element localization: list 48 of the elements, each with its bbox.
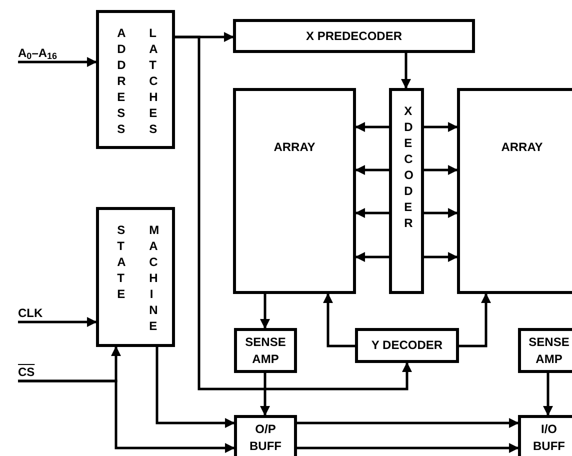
arrow [543, 373, 553, 416]
arrow [18, 380, 235, 453]
arrow [401, 53, 411, 89]
block-box [234, 328, 297, 373]
block-label: ARRAY [500, 139, 544, 156]
block-label: Y DECODER [370, 337, 444, 354]
block-label: O/P BUFF [248, 421, 282, 455]
arrow [355, 165, 389, 175]
arrow [260, 373, 270, 416]
block-box [96, 10, 175, 149]
arrow [424, 165, 458, 175]
arrow [260, 294, 270, 329]
block-label: I/O BUFF [532, 421, 566, 455]
arrow [424, 252, 458, 262]
vertical-label: X DECODER [403, 103, 412, 232]
arrow [175, 36, 412, 390]
arrow [424, 122, 458, 132]
vertical-label: LATCHES [148, 25, 158, 138]
arrow [424, 208, 458, 218]
block-box [234, 415, 297, 456]
arrow [297, 418, 519, 428]
block-box [518, 328, 572, 373]
vertical-label: ADDRESS [116, 25, 126, 138]
block-box [233, 19, 475, 53]
arrow [355, 122, 389, 132]
arrow [355, 252, 389, 262]
arrow [18, 57, 97, 67]
block-label: SENSE AMP [528, 334, 570, 368]
vertical-label: STATE [116, 222, 126, 303]
signal-label: A$_{0}$–A$_{16}$ [18, 44, 80, 62]
block-box [389, 88, 424, 294]
block-box [355, 328, 459, 363]
block-box [233, 88, 356, 294]
block-box [518, 415, 572, 456]
signal-label: CS [18, 363, 48, 381]
signal-label: CLK [18, 304, 58, 322]
block-label: ARRAY [272, 139, 316, 156]
arrow [355, 208, 389, 218]
arrow [18, 317, 97, 327]
block-box [96, 207, 175, 347]
block-label: SENSE AMP [244, 334, 287, 368]
vertical-label: MACHINE [148, 222, 158, 335]
block-box [457, 88, 572, 294]
arrow [156, 347, 235, 428]
block-label: X PREDECODER [304, 28, 404, 44]
arrow [459, 293, 491, 348]
arrow [323, 293, 355, 348]
arrow [297, 443, 519, 453]
